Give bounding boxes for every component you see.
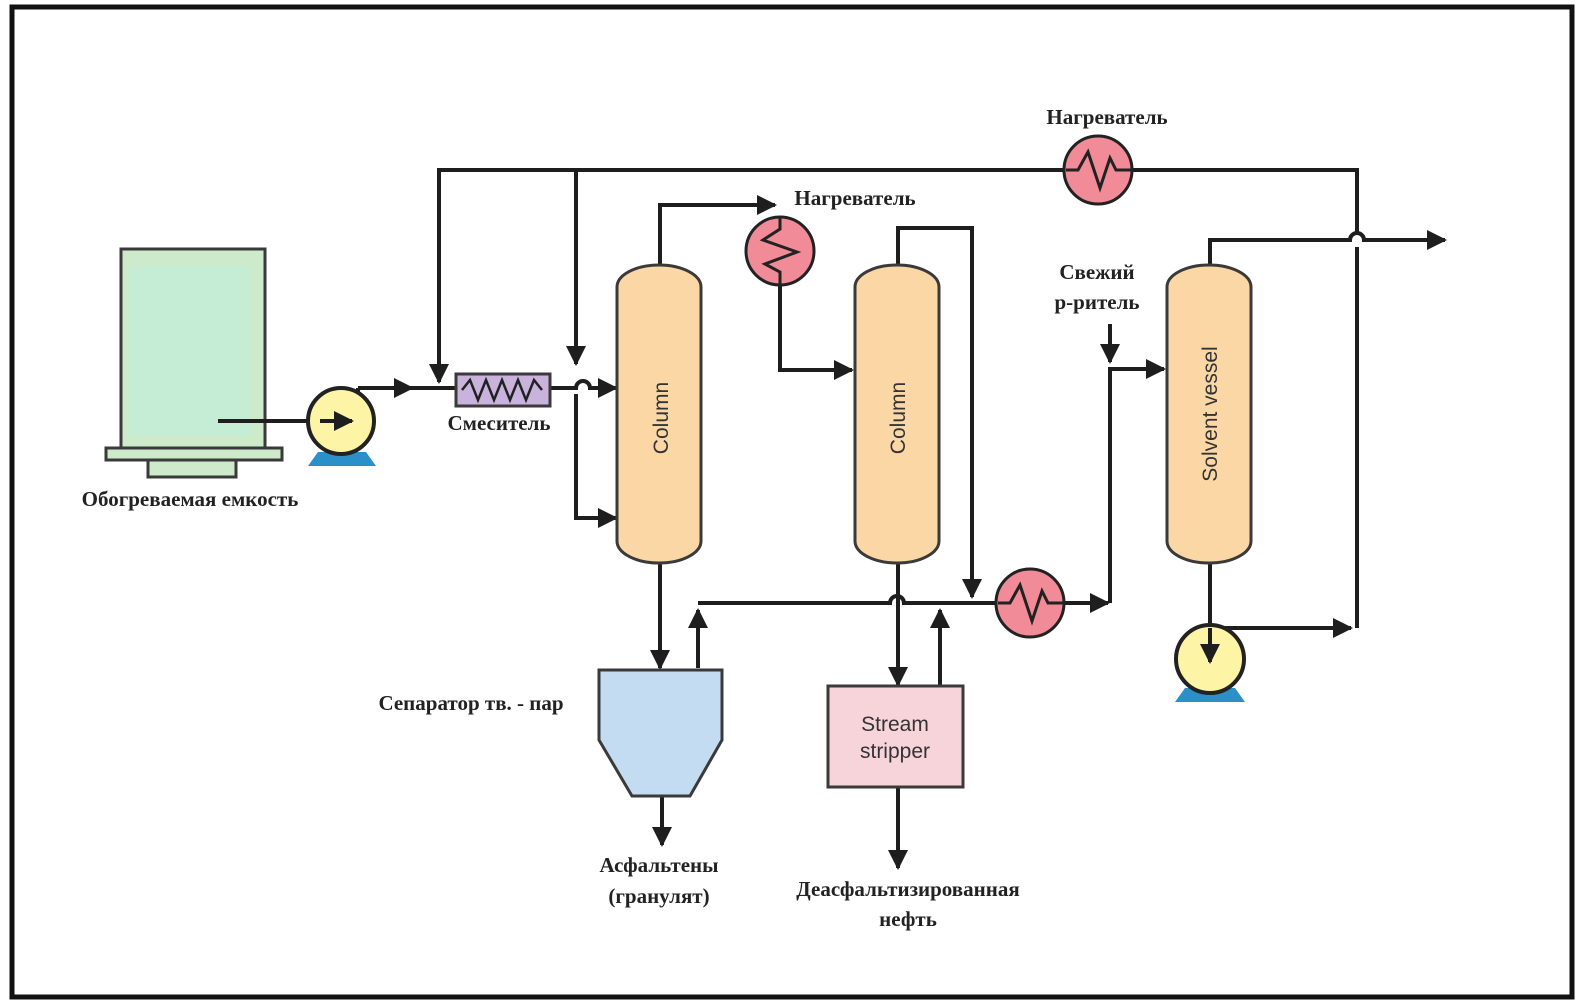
solvent-vessel-label: Solvent vessel xyxy=(1199,346,1222,481)
column-1 xyxy=(615,263,703,565)
asphaltenes-label-line1: Асфальтены xyxy=(599,853,718,877)
stripper-label-line2: stripper xyxy=(860,740,930,763)
heater-recycle xyxy=(1062,134,1134,206)
stripper-label-line1: Stream xyxy=(861,713,929,736)
heater-column1-overhead xyxy=(744,215,816,287)
steam-stripper xyxy=(826,684,965,789)
pipe-recycle-top xyxy=(429,168,1359,384)
feed-pump xyxy=(306,386,376,466)
column-2 xyxy=(853,263,941,565)
solid-vapour-separator xyxy=(597,668,724,798)
heater-recycle-label: Нагреватель xyxy=(1046,105,1167,129)
pipe-mixer-to-column1 xyxy=(550,378,618,398)
pipe-heater2-to-column2 xyxy=(778,285,854,380)
pipe-column2-overhead xyxy=(896,226,982,599)
solvent-vessel xyxy=(1165,263,1253,565)
heater-column1-label: Нагреватель xyxy=(794,186,915,210)
heater-solvent-return xyxy=(994,567,1066,639)
fresh-solvent-label-line2: р-ритель xyxy=(1055,290,1140,314)
pipe-junction-riser xyxy=(1108,359,1166,603)
deasphalted-oil-label-line2: нефть xyxy=(879,907,937,931)
pipe-recycle-lower-branch xyxy=(574,394,618,528)
asphaltenes-label-line2: (гранулят) xyxy=(608,884,709,908)
fresh-solvent-label-line1: Свежий xyxy=(1059,260,1134,284)
mixer-label: Смеситель xyxy=(448,411,551,435)
column2-label: Column xyxy=(887,382,910,454)
deasphalted-oil-label-line1: Деасфальтизированная xyxy=(796,877,1019,901)
solvent-pump xyxy=(1174,623,1246,702)
pipe-column1-overhead xyxy=(658,195,777,268)
heated-tank-label: Обогреваемая емкость xyxy=(82,487,299,511)
pipe-solvent-vessel-overhead xyxy=(1208,230,1447,267)
heated-tank xyxy=(104,247,346,479)
column1-label: Column xyxy=(650,382,673,454)
separator-label: Сепаратор тв. - пар xyxy=(378,691,563,715)
static-mixer xyxy=(454,372,552,408)
pipes xyxy=(358,168,1447,870)
